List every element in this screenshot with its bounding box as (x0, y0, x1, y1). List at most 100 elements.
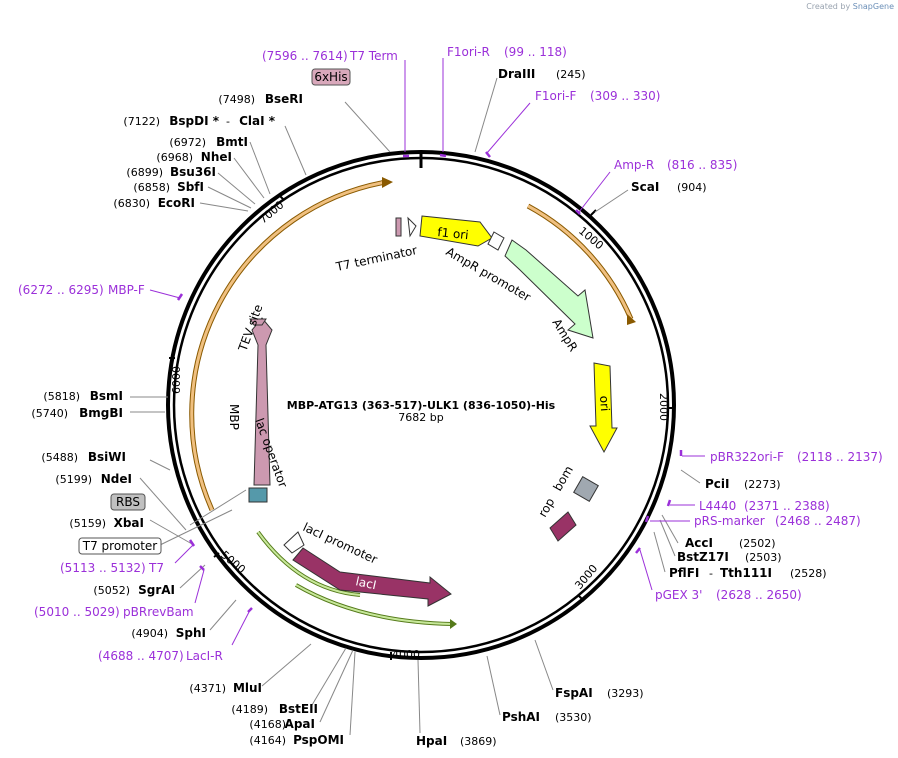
leader-draiii (474, 77, 498, 153)
leader-ndei (139, 477, 187, 531)
ampr-promoter-shape (487, 231, 505, 251)
enzyme-bstz17i: BstZ17I(2503) (677, 550, 782, 564)
tev-site-shape (249, 318, 267, 326)
enzyme-ndei: (5199)NdeI (55, 472, 132, 486)
leader-sbfi (207, 186, 252, 209)
primer-t7term: (7596 .. 7614)T7 Term (262, 49, 398, 63)
leader-bmti (249, 141, 271, 195)
t7-promoter-label: T7 promoter (82, 539, 158, 553)
tick-5000-mark (213, 552, 220, 558)
enzyme-draiii: DraIII(245) (498, 67, 586, 81)
leader-bsiwi (149, 459, 171, 471)
leader-ecori (199, 202, 249, 212)
his-tag-label: 6xHis (314, 70, 347, 84)
primer-pbrrevbam: (5010 .. 5029)pBRrevBam (34, 605, 194, 619)
enzyme-fspai: FspAI(3293) (555, 686, 644, 700)
leader-bsteii (311, 647, 347, 706)
enzyme-pshai: PshAI(3530) (502, 710, 592, 724)
tick-6000: 6000 (170, 366, 183, 394)
leader-bstz17i (659, 519, 676, 557)
laci-arrow (292, 547, 452, 607)
orf-arc-mbp (190, 180, 387, 511)
primer-tick-t7 (188, 539, 196, 547)
primer-tick-pgex (635, 547, 641, 554)
leader-clai (284, 125, 307, 176)
primer-line-pbrrevbam (194, 569, 205, 604)
primer-mbpf: (6272 .. 6295)MBP-F (18, 283, 145, 297)
enzyme-mlui: (4371)MluI (189, 681, 262, 695)
primer-f1orir: F1ori-R(99 .. 118) (447, 45, 567, 59)
t7-terminator-shape (407, 216, 417, 238)
primer-line-pgex (639, 549, 653, 591)
leader-sgrai (179, 564, 206, 589)
primer-ticks (176, 151, 683, 613)
leader-scai (594, 189, 629, 213)
his-tag-box (311, 68, 351, 86)
leader-fspai (534, 639, 554, 691)
enzyme-bsiwi: (5488)BsiWI (41, 450, 126, 464)
primer-tick-mbpf (176, 293, 184, 301)
leader-sphi (209, 599, 237, 631)
leader-nhei (233, 157, 265, 199)
primer-ampr: Amp-R(816 .. 835) (614, 158, 737, 172)
enzyme-pspomi: (4164)PspOMI (249, 733, 344, 747)
leader-apai (319, 649, 354, 723)
bom-label: bom (550, 463, 575, 493)
primer-line-mbpf (149, 289, 181, 299)
primer-line-ampr (578, 171, 611, 213)
plasmid-length: 7682 bp (398, 411, 443, 424)
leader-pshai (486, 655, 501, 716)
enzyme-bspdi-clai: (7122)BspDI *-ClaI * (123, 114, 275, 128)
orf-arc-mbp-outline (189, 179, 387, 512)
primer-tick-l4440 (666, 499, 672, 507)
bom-box (573, 476, 599, 502)
enzyme-pflfi-tth111i: PflFI-Tth111I(2528) (669, 566, 827, 580)
primer-t7: (5113 .. 5132)T7 (60, 561, 164, 575)
tick-1000-mark (590, 209, 597, 216)
rbs-box (110, 493, 146, 511)
ampr-arrow (504, 239, 594, 339)
plasmid-name: MBP-ATG13 (363-517)-ULK1 (836-1050)-His (287, 399, 556, 412)
leader-pspomi (349, 651, 356, 736)
tick-3000-mark (578, 595, 585, 602)
primer-line-laci-r (231, 611, 250, 646)
snapgene-credit: Created by SnapGene (806, 2, 894, 11)
rop-shape (549, 511, 577, 542)
primer-tick-prs (644, 515, 650, 523)
enzyme-sgrai: (5052)SgrAI (93, 583, 175, 597)
rop-label: rop (535, 495, 557, 519)
laci-label: lacI (354, 574, 377, 592)
orf-arc-ampr-head (627, 314, 636, 325)
t7-terminator-label: T7 terminator (334, 243, 419, 274)
primer-line-t7 (174, 544, 194, 564)
enzyme-bsteii: (4189)BstEII (231, 702, 318, 716)
enzyme-sphi: (4904)SphI (131, 626, 206, 640)
lac-operator-box (248, 487, 268, 503)
primer-tick-laci-r (247, 607, 253, 613)
enzyme-pcii: PciI(2273) (705, 477, 781, 491)
leader-acci (661, 514, 679, 544)
enzyme-bsu36i: (6899)Bsu36I (126, 165, 216, 179)
primer-tick-pbrrevbam (199, 565, 205, 571)
leader-pcii (680, 469, 701, 484)
enzyme-xbai: (5159)XbaI (69, 516, 144, 530)
primer-pgex: pGEX 3'(2628 .. 2650) (655, 588, 802, 602)
leader-bseri (344, 101, 391, 153)
f1-ori-label: f1 ori (437, 225, 470, 242)
t7-terminator-bar (395, 217, 402, 237)
primer-l4440: L4440(2371 .. 2388) (699, 499, 830, 513)
enzyme-scai: ScaI(904) (631, 180, 707, 194)
primer-tick-f1orif (485, 151, 491, 158)
orf-arc-ampr (527, 204, 633, 320)
laci-promoter-shape (283, 531, 305, 554)
mbp-arrow (251, 317, 273, 486)
primer-tick-ampr (575, 209, 581, 215)
primer-tick-f1orir (439, 153, 447, 158)
primer-line-f1orif (486, 102, 531, 154)
leader-rbs (189, 489, 247, 526)
green-arc-laci-prom-fill (257, 531, 361, 596)
f1-ori-arrow (419, 215, 493, 247)
enzyme-apai: (4168)ApaI (249, 717, 315, 731)
orf-arc-mbp-head (382, 177, 393, 188)
